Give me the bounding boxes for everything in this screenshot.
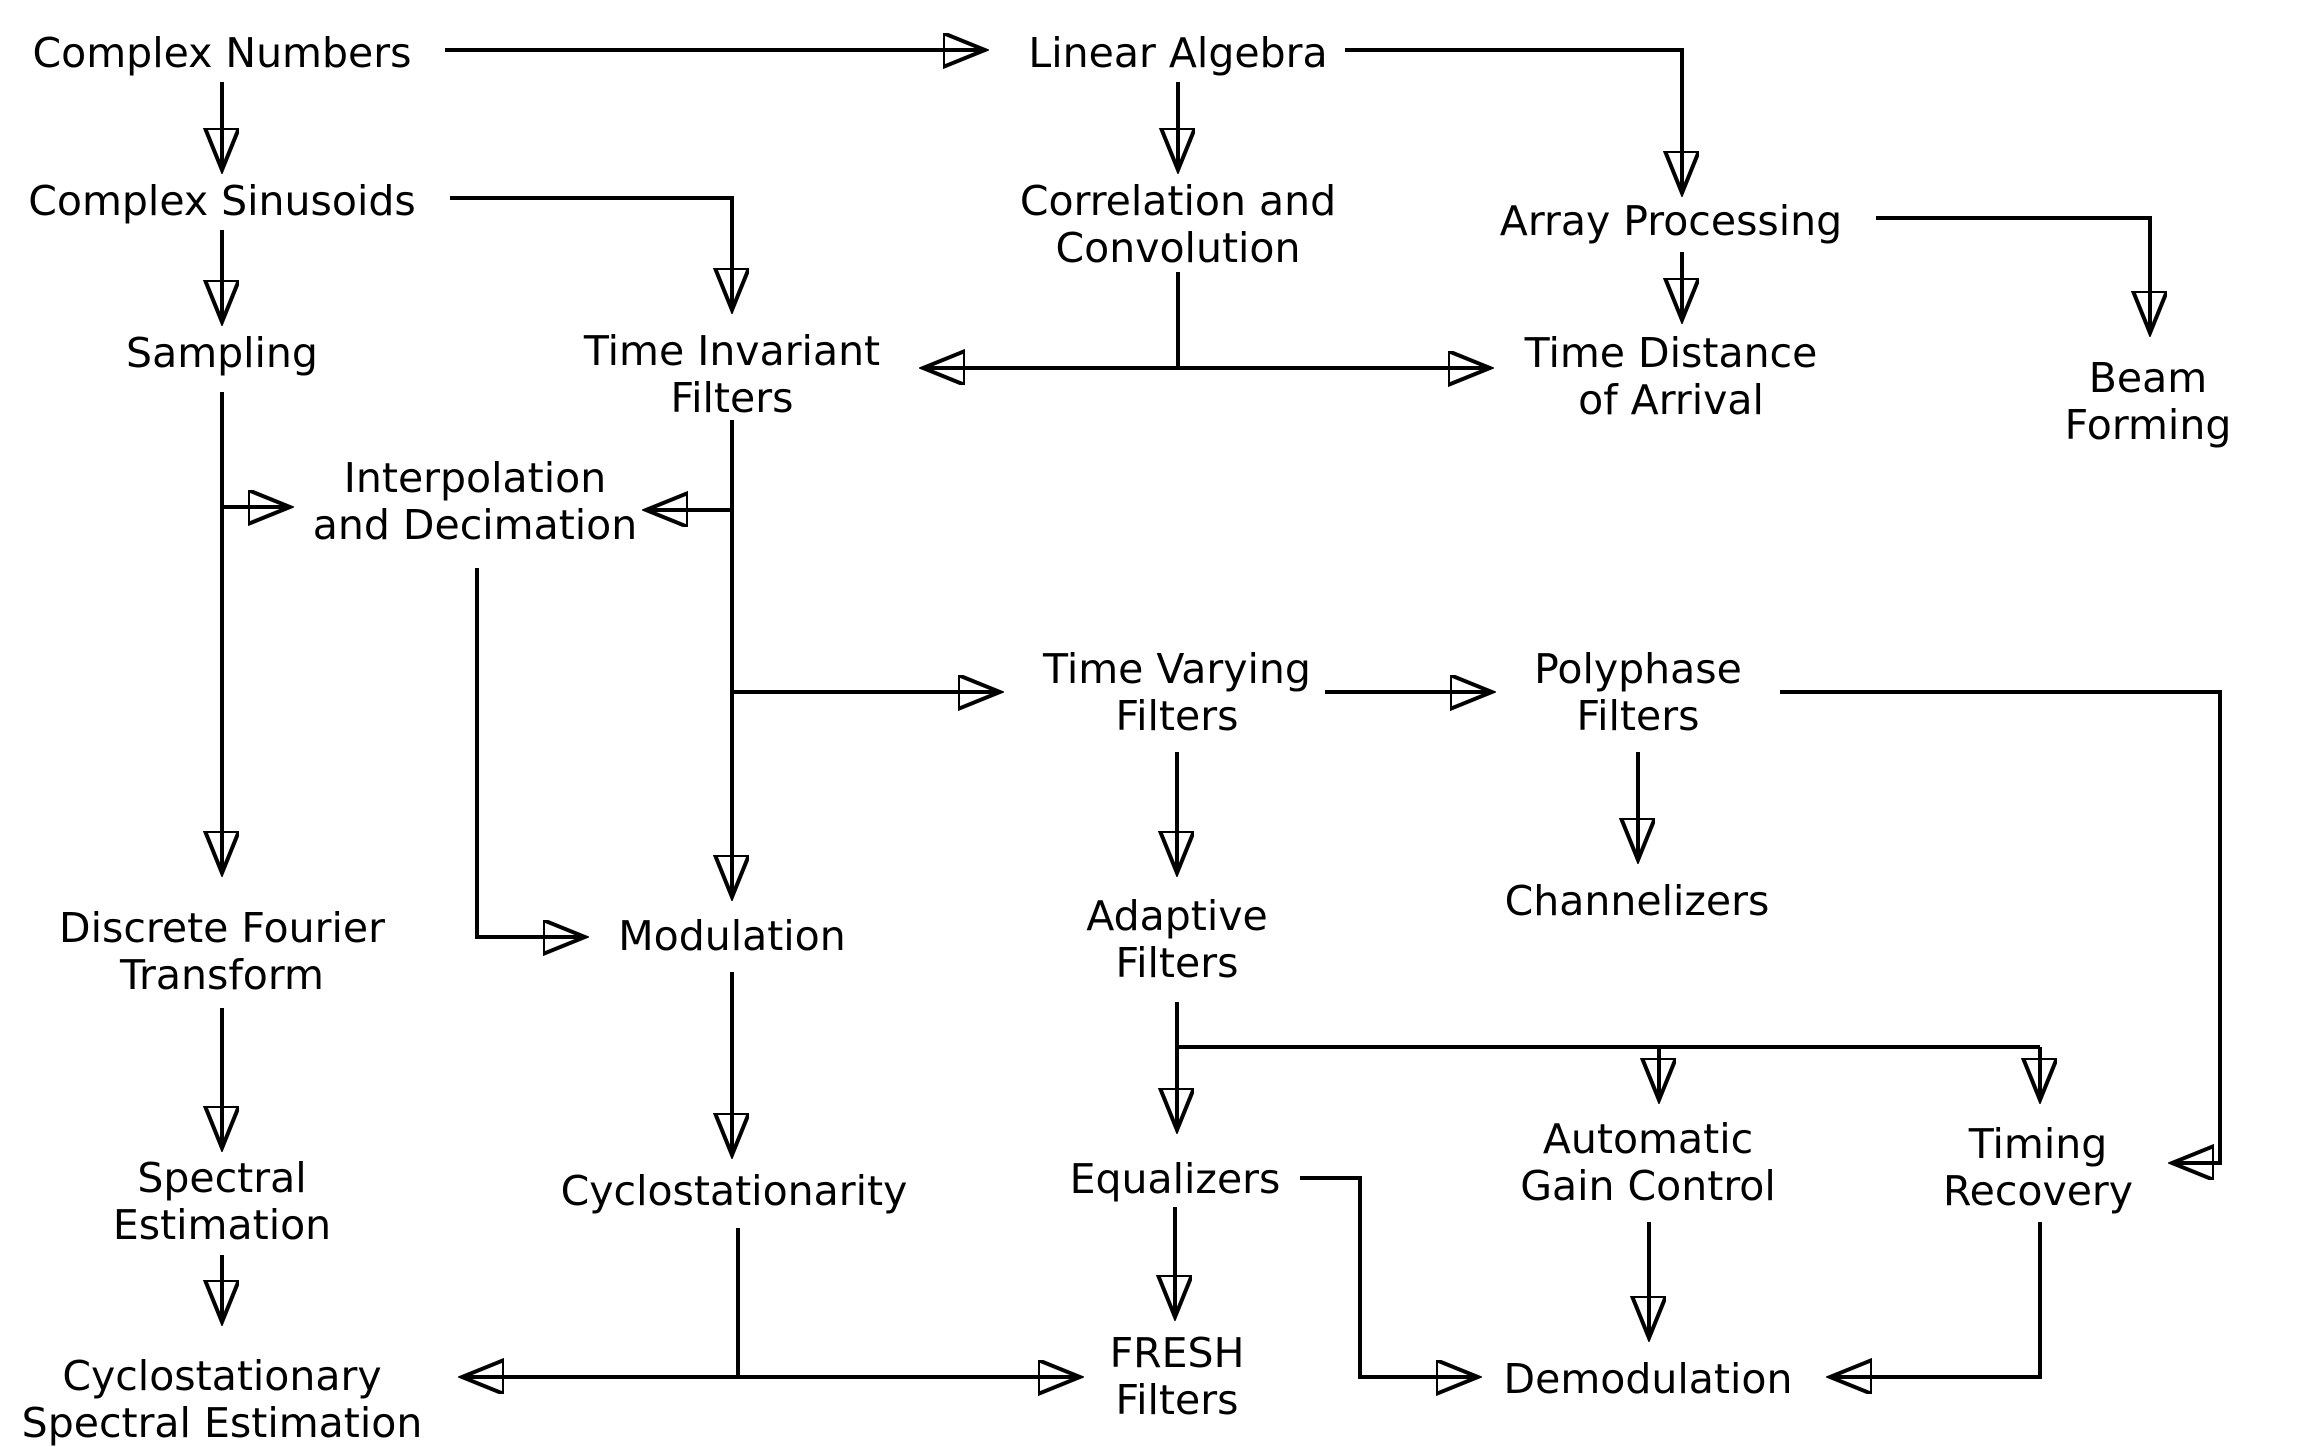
node-complex-sinusoids: Complex Sinusoids bbox=[28, 177, 416, 225]
node-complex-numbers: Complex Numbers bbox=[32, 29, 412, 77]
node-channelizers: Channelizers bbox=[1504, 877, 1770, 925]
node-discrete-fourier-transform: Discrete Fourier Transform bbox=[59, 904, 385, 999]
node-adaptive-filters: Adaptive Filters bbox=[1086, 892, 1268, 987]
node-time-varying-filters: Time Varying Filters bbox=[1043, 645, 1311, 740]
node-cyclostationary-spectral-estimation: Cyclostationary Spectral Estimation bbox=[21, 1352, 423, 1447]
node-equalizers: Equalizers bbox=[1069, 1155, 1281, 1203]
node-cyclostationarity: Cyclostationarity bbox=[560, 1167, 908, 1215]
edge-linear-algebra-array-processing bbox=[1345, 48, 1682, 193]
edge-interpolation-and-decimation-modulation bbox=[475, 568, 585, 937]
node-spectral-estimation: Spectral Estimation bbox=[112, 1154, 332, 1249]
node-interpolation-and-decimation: Interpolation and Decimation bbox=[312, 454, 638, 549]
node-fresh-filters: FRESH Filters bbox=[1109, 1329, 1245, 1424]
edge-complex-sinusoids-time-invariant-filters bbox=[450, 196, 732, 310]
node-array-processing: Array Processing bbox=[1499, 197, 1843, 245]
edge-timing-recovery-demodulation bbox=[1830, 1222, 2042, 1377]
node-timing-recovery: Timing Recovery bbox=[1942, 1120, 2134, 1215]
node-correlation-and-convolution: Correlation and Convolution bbox=[1019, 177, 1337, 272]
node-time-invariant-filters: Time Invariant Filters bbox=[583, 327, 881, 422]
node-beam-forming: Beam Forming bbox=[2064, 354, 2232, 449]
node-polyphase-filters: Polyphase Filters bbox=[1534, 645, 1742, 740]
edge-array-processing-beam-forming bbox=[1876, 216, 2150, 333]
node-demodulation: Demodulation bbox=[1503, 1355, 1793, 1403]
node-modulation: Modulation bbox=[618, 912, 846, 960]
edge-equalizers-demodulation bbox=[1300, 1176, 1478, 1377]
node-time-distance-of-arrival: Time Distance of Arrival bbox=[1524, 329, 1818, 424]
node-automatic-gain-control: Automatic Gain Control bbox=[1520, 1115, 1776, 1210]
node-sampling: Sampling bbox=[126, 329, 318, 377]
edge-polyphase-filters-timing-recovery bbox=[1780, 690, 2222, 1163]
node-linear-algebra: Linear Algebra bbox=[1028, 29, 1328, 77]
edge-adaptive-stem bbox=[1175, 1002, 2040, 1049]
